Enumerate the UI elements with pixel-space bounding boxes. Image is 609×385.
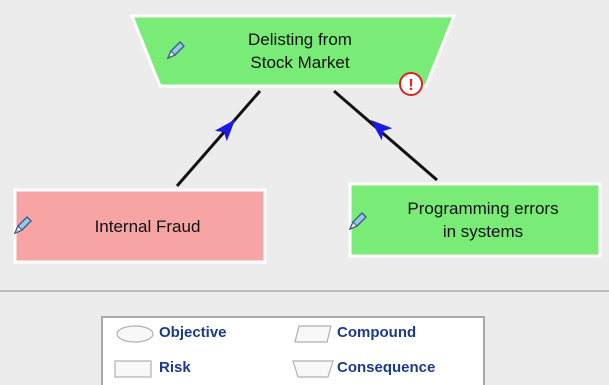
pencil-edit-icon[interactable] bbox=[11, 215, 33, 237]
legend-item-consequence: Consequence bbox=[289, 357, 479, 379]
legend-label: Compound bbox=[337, 324, 417, 341]
warning-icon-glyph: ! bbox=[408, 77, 413, 94]
risk-node-programming-label[interactable]: Programming errors in systems bbox=[407, 199, 559, 241]
risk-shape-icon bbox=[114, 360, 152, 378]
edge-programming-to-delisting[interactable] bbox=[333, 89, 438, 182]
legend: Objective Compound Risk Consequence bbox=[101, 316, 485, 385]
objective-shape-icon bbox=[116, 325, 154, 343]
legend-item-compound: Compound bbox=[289, 322, 479, 344]
legend-label: Consequence bbox=[337, 359, 436, 376]
arrowhead-programming-edge bbox=[370, 119, 393, 141]
panel-divider[interactable] bbox=[0, 290, 609, 292]
pencil-edit-icon[interactable] bbox=[346, 211, 368, 233]
consequence-shape-icon bbox=[292, 360, 334, 378]
diagram-svg: ! bbox=[13, 14, 602, 264]
consequence-node-shape[interactable] bbox=[129, 14, 457, 88]
pencil-edit-icon[interactable] bbox=[164, 40, 186, 62]
risk-node-programming-shape[interactable] bbox=[348, 182, 602, 258]
warning-icon[interactable] bbox=[399, 72, 423, 96]
risk-node-fraud-shape[interactable] bbox=[13, 188, 267, 264]
edge-fraud-to-delisting[interactable] bbox=[175, 90, 262, 187]
consequence-node-label[interactable]: Delisting from Stock Market bbox=[248, 30, 352, 72]
legend-item-risk: Risk bbox=[103, 357, 293, 379]
compound-shape-icon bbox=[294, 325, 332, 343]
legend-label: Risk bbox=[159, 359, 191, 376]
legend-label: Objective bbox=[159, 324, 227, 341]
legend-item-objective: Objective bbox=[103, 322, 293, 344]
arrowhead-fraud-edge bbox=[214, 119, 236, 142]
risk-node-fraud-label[interactable]: Internal Fraud bbox=[94, 216, 201, 236]
